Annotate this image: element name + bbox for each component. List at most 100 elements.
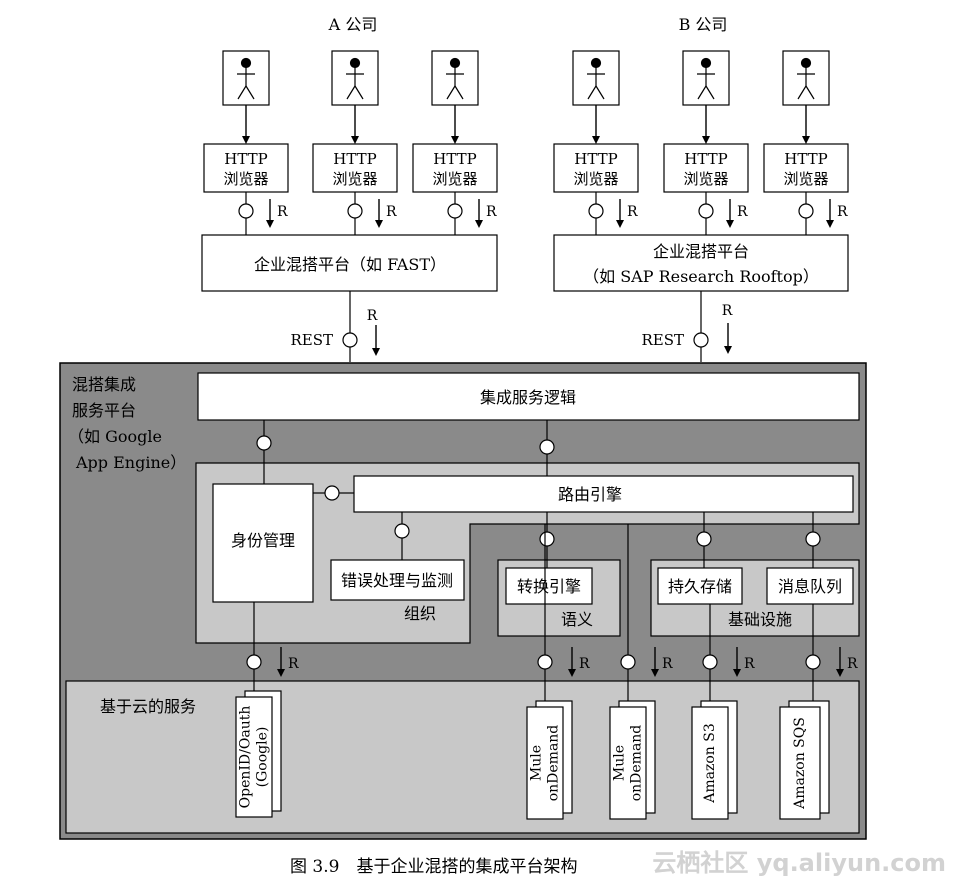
r-label: R [277, 204, 288, 220]
figure-caption: 图 3.9 基于企业混搭的集成平台架构 [290, 857, 577, 877]
error-monitor-box [330, 559, 465, 601]
http-browser-line2: 浏览器 [223, 170, 268, 188]
r-label: R [627, 204, 638, 220]
message-queue-box [766, 567, 854, 605]
r-label: R [744, 656, 755, 672]
r-label: R [486, 204, 497, 220]
http-browser-line2: 浏览器 [432, 170, 477, 188]
transform-engine-box [505, 567, 593, 605]
platform-title-line1: 混搭集成 [72, 375, 136, 394]
http-browser-line2: 浏览器 [332, 170, 377, 188]
watermark: 云栖社区 yq.aliyun.com [652, 849, 946, 877]
http-browser-box [412, 143, 498, 193]
company-a-label: A 公司 [328, 15, 378, 34]
rest-interface-b [693, 332, 709, 348]
error-monitor-label: 错误处理与监测 [341, 571, 453, 590]
cloud-services-label: 基于云的服务 [100, 697, 196, 716]
r-label: R [837, 204, 848, 220]
person-icon [797, 57, 815, 100]
persistent-storage-label: 持久存储 [668, 577, 732, 596]
person-icon [346, 57, 364, 100]
person-icon [587, 57, 605, 100]
browser-interface [347, 203, 363, 219]
http-browser-line2: 浏览器 [683, 170, 728, 188]
queue-interface [805, 531, 821, 547]
service-interface [537, 654, 553, 670]
service-interface [702, 654, 718, 670]
service-label: onDemand [629, 725, 645, 802]
platform-title-line3: （如 Google [68, 427, 162, 446]
service-box [526, 706, 564, 820]
service-label: OpenID/Oauth [238, 706, 254, 809]
error-monitor-interface [394, 523, 410, 539]
service-box [235, 696, 273, 818]
person-icon [697, 57, 715, 100]
r-label: R [737, 204, 748, 220]
enterprise-platform-a [201, 234, 498, 292]
cloud-service: R OpenID/Oauth(Google) [235, 602, 299, 818]
r-label: R [386, 204, 397, 220]
infrastructure-label: 基础设施 [728, 610, 792, 629]
http-browser-line1: HTTP [574, 150, 617, 168]
user-column: HTTP 浏览器 R [412, 50, 498, 235]
browser-interface [798, 203, 814, 219]
integration-logic-box [197, 372, 860, 421]
company-b-label: B 公司 [679, 15, 728, 34]
cloud-service: R Amazon S3 [691, 604, 755, 820]
browser-interface [588, 203, 604, 219]
organization-label: 组织 [404, 604, 436, 623]
http-browser-box [763, 143, 849, 193]
browser-interface [238, 203, 254, 219]
person-icon [446, 57, 464, 100]
http-browser-box [312, 143, 398, 193]
service-label: Mule [612, 745, 628, 781]
http-browser-line1: HTTP [333, 150, 376, 168]
http-browser-line1: HTTP [433, 150, 476, 168]
person-icon [237, 57, 255, 100]
r-label-rest-b: R [722, 303, 733, 319]
service-box [691, 706, 729, 820]
service-box [609, 706, 647, 820]
user-column: HTTP 浏览器 R [312, 50, 398, 235]
user-group: HTTP 浏览器 R HTTP 浏览器 R HTTP 浏览器 R HTTP 浏览器 R HTTP 浏览器 R… [203, 50, 849, 235]
routing-engine-box [353, 475, 854, 513]
r-label: R [579, 656, 590, 672]
persistent-storage-box [657, 567, 743, 605]
integration-logic-label: 集成服务逻辑 [480, 388, 576, 407]
http-browser-line2: 浏览器 [783, 170, 828, 188]
service-label: (Google) [255, 727, 271, 788]
service-label: onDemand [546, 725, 562, 802]
browser-interface [447, 203, 463, 219]
http-browser-box [553, 143, 639, 193]
http-browser-line1: HTTP [784, 150, 827, 168]
enterprise-platform-b-line1: 企业混搭平台 [653, 242, 749, 261]
r-label: R [662, 656, 673, 672]
http-browser-line1: HTTP [684, 150, 727, 168]
enterprise-platform-b-line2: （如 SAP Research Rooftop） [583, 267, 819, 286]
service-interface [805, 654, 821, 670]
r-label: R [847, 656, 858, 672]
http-browser-line1: HTTP [224, 150, 267, 168]
logic-identity-interface [256, 435, 272, 451]
service-label: Amazon S3 [702, 723, 718, 804]
storage-interface [696, 531, 712, 547]
routing-engine-label: 路由引擎 [558, 485, 622, 504]
transform-interface [539, 531, 555, 547]
http-browser-box [663, 143, 749, 193]
r-label: R [288, 656, 299, 672]
rest-interface-a [342, 332, 358, 348]
identity-routing-interface [324, 485, 340, 501]
logic-routing-interface [539, 439, 555, 455]
semantics-label: 语义 [561, 610, 593, 629]
message-queue-label: 消息队列 [778, 577, 842, 596]
identity-mgmt-box [212, 483, 314, 603]
platform-title-line4: App Engine） [75, 453, 186, 472]
transform-engine-label: 转换引擎 [517, 577, 581, 596]
user-column: HTTP 浏览器 R [663, 50, 749, 235]
platform-title-line2: 服务平台 [72, 401, 136, 420]
service-label: Mule [529, 745, 545, 781]
